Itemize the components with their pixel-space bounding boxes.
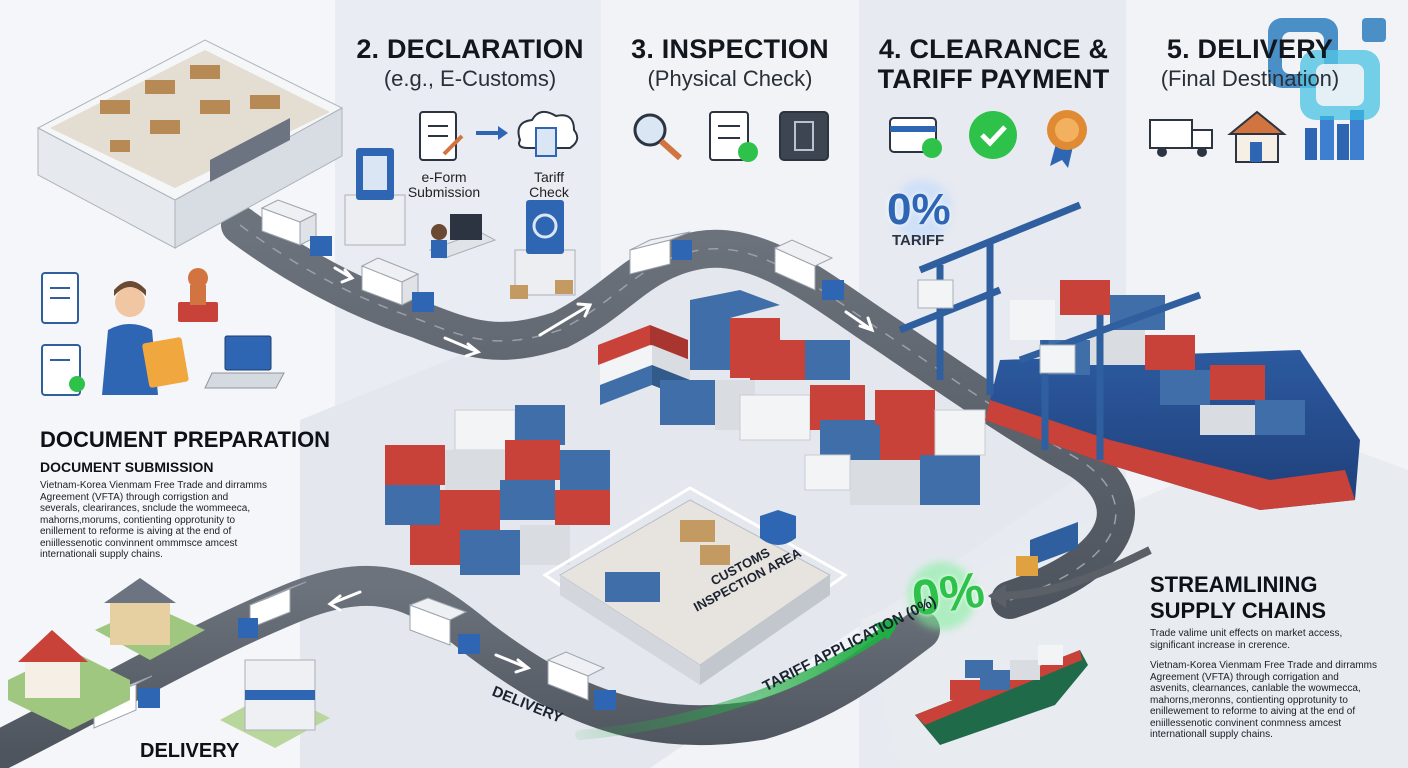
document-subheading: DOCUMENT SUBMISSION [40,459,214,475]
xray-icon [779,111,829,161]
customs-inspection-area [542,486,848,685]
house-icon [1227,110,1287,163]
stage-inspection-subtitle: (Physical Check) [647,66,813,91]
stage-delivery: 5. DELIVERY (Final Destination) [1140,34,1360,92]
truck-4 [773,239,844,300]
cargo-ship [985,280,1360,510]
streamlining-heading-1: STREAMLINING [1150,572,1318,597]
crane-cabin-2 [917,279,954,309]
document-body-line: enillement to reforme is aiving at the e… [40,526,232,537]
document-body-line: internationali supply chains. [40,549,163,560]
tariff-check-line-1: Tariff [533,169,565,185]
form-icon [419,111,464,161]
tariff-check-line-2: Check [529,184,569,200]
truck-6 [408,597,480,654]
tariff-glow-top [892,180,952,240]
streamlining-body-line: enillewement to reforme to aiving at the… [1150,706,1356,717]
tariff-arrow-head [874,616,902,640]
tariff-rate-top: 0% [887,185,951,234]
document-icon-2 [41,344,85,396]
card-check-icon [889,117,942,158]
truck-1 [260,199,332,256]
tariff-glow [908,562,976,630]
truck-2 [360,257,434,312]
port-arrow-head [988,584,1006,608]
truck-9 [1016,522,1078,576]
clerk-desk [428,214,497,259]
stage-inspection-title: INSPECTION [661,34,829,64]
streamlining-body-line: Agreement (VFTA) through corrigation and [1150,671,1339,683]
port-arrow [999,546,1152,600]
document-body-line: mahorns,morums, contienting opprotunity … [40,514,236,526]
tariff-green-arrow [575,623,895,740]
crane-cabin [1039,344,1076,374]
small-ship [915,645,1088,745]
document-body-line: severals, clearirances, snclude the womm… [40,503,251,514]
logo-icon [1268,18,1386,120]
stamp-icon [178,268,218,322]
streamlining-body-line: asvenits, clearnances, canlable the wowm… [1150,683,1361,694]
streamlining-intro-line: significant increase in crerence. [1150,639,1291,651]
document-body-line: Vietnam-Korea Vienmam Free Trade and dir… [40,480,267,491]
streamlining-heading: STREAMLINING SUPPLY CHAINS [1150,572,1326,624]
stage-delivery-number: 5. [1166,34,1190,64]
document-icon-1 [41,272,79,324]
badge-ribbon-icon [1047,110,1087,168]
streamlining-body-line: internationall supply chains. [1150,729,1273,740]
containers-center [598,290,986,505]
truck-icon [1149,119,1213,157]
tariff-check-label: Tariff Check [514,170,584,200]
document-body: Vietnam-Korea Vienmam Free Trade and dir… [40,480,330,561]
eform-label: e-Form Submission [402,170,486,200]
tariff-rate-large: 0% [908,561,988,627]
containers-left [385,405,610,575]
city-icon [1305,110,1364,160]
streamlining-intro: Trade valime unit effects on market acce… [1150,628,1400,651]
streamlining-body-line: eniillessenotic convinent conmness amces… [1150,717,1342,729]
truck-3 [629,231,692,275]
streamlining-body-line: Vietnam-Korea Vienmam Free Trade and dir… [1150,660,1377,671]
streamlining-intro-line: Trade valime unit effects on market acce… [1150,628,1343,639]
tariff-label-top: TARIFF [892,232,945,249]
arrow-icon [476,126,508,140]
stage-clearance: 4. CLEARANCE & TARIFF PAYMENT [866,34,1121,94]
stage-declaration: 2. DECLARATION (e.g., E-Customs) [345,34,595,92]
stage-inspection: 3. INSPECTION (Physical Check) [605,34,855,92]
kiosk-tariff [510,200,576,299]
stage-inspection-number: 3. [631,34,655,64]
eform-label-line-1: e-Form [421,169,467,185]
document-heading: DOCUMENT PREPARATION [40,427,331,452]
magnifier-icon [633,113,683,161]
shop [220,659,330,748]
warehouse [36,39,344,249]
stage-clearance-title-2: TARIFF PAYMENT [877,64,1110,94]
road-arrows [327,266,875,674]
truck-7 [546,651,616,710]
document-body-line: Agreement (VFTA) through corrigstion and [40,491,229,503]
stage-delivery-subtitle: (Final Destination) [1160,66,1340,91]
checklist-icon [709,111,758,162]
streamlining-body-line: mahorns,meronns, contienting opprotunity… [1150,694,1348,706]
check-circle-icon [969,111,1017,159]
stage-declaration-subtitle: (e.g., E-Customs) [383,66,557,91]
stage-clearance-number: 4. [878,34,902,64]
streamlining-body: Vietnam-Korea Vienmam Free Trade and dir… [1150,660,1400,741]
cloud-doc-icon [517,110,579,157]
stage-declaration-title: DECLARATION [386,34,584,64]
stage-declaration-number: 2. [356,34,380,64]
officer-with-folder [102,281,189,395]
delivery-bottom-label: DELIVERY [140,740,240,762]
laptop-icon [204,335,285,389]
eform-label-line-2: Submission [407,184,481,200]
stage-clearance-title: CLEARANCE & [909,34,1109,64]
house-red [8,630,130,730]
document-body-line: eniillessenotic convinnent ommmsce amces… [40,537,238,549]
house-beige [95,578,205,660]
truck-5 [238,581,307,638]
stage-delivery-title: DELIVERY [1197,34,1334,64]
main-road-lane [239,224,1117,601]
kiosk-eform [344,148,406,246]
streamlining-heading-2: SUPPLY CHAINS [1150,598,1327,623]
